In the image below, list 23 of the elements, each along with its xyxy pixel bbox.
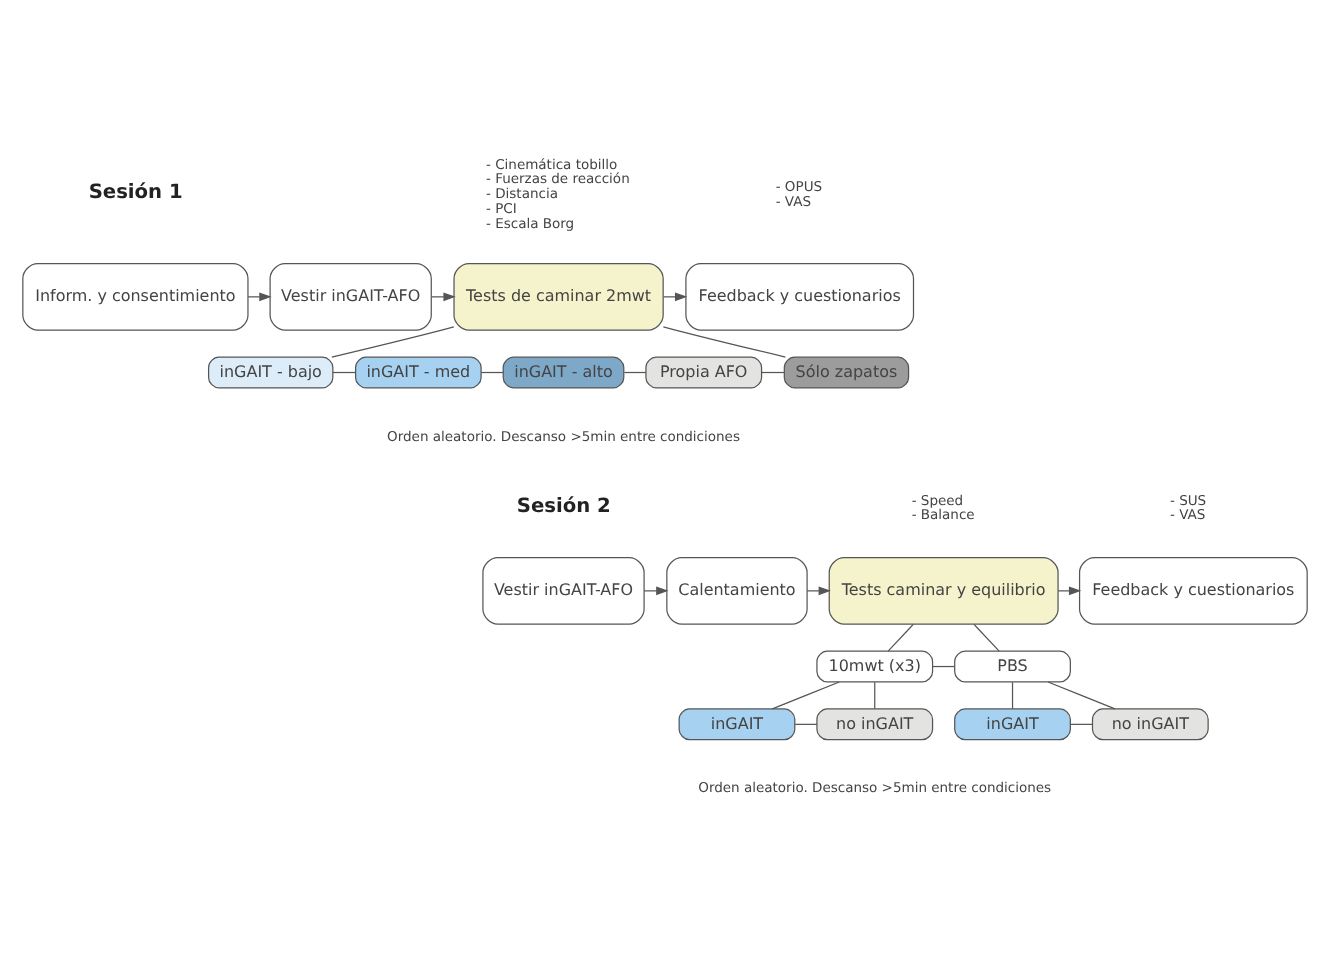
connector — [480, 370, 504, 373]
connector — [887, 622, 914, 651]
connector — [973, 622, 1000, 651]
arrow — [806, 585, 831, 595]
arrow — [1057, 585, 1082, 595]
connector — [794, 722, 818, 724]
arrow — [663, 291, 688, 301]
connector — [331, 325, 455, 357]
connector — [761, 370, 785, 373]
arrow — [430, 291, 456, 301]
connector — [932, 664, 956, 667]
arrow — [247, 291, 272, 301]
connector — [1011, 680, 1014, 709]
connector — [662, 325, 786, 357]
connector — [771, 680, 840, 709]
connector — [623, 370, 647, 373]
connector — [332, 370, 356, 373]
arrow — [643, 585, 669, 595]
connector — [874, 680, 876, 709]
label: Sesión 1 — [88, 181, 183, 204]
label: Sesión 2 — [516, 494, 611, 517]
connector — [1070, 722, 1094, 724]
connector — [1047, 680, 1116, 709]
